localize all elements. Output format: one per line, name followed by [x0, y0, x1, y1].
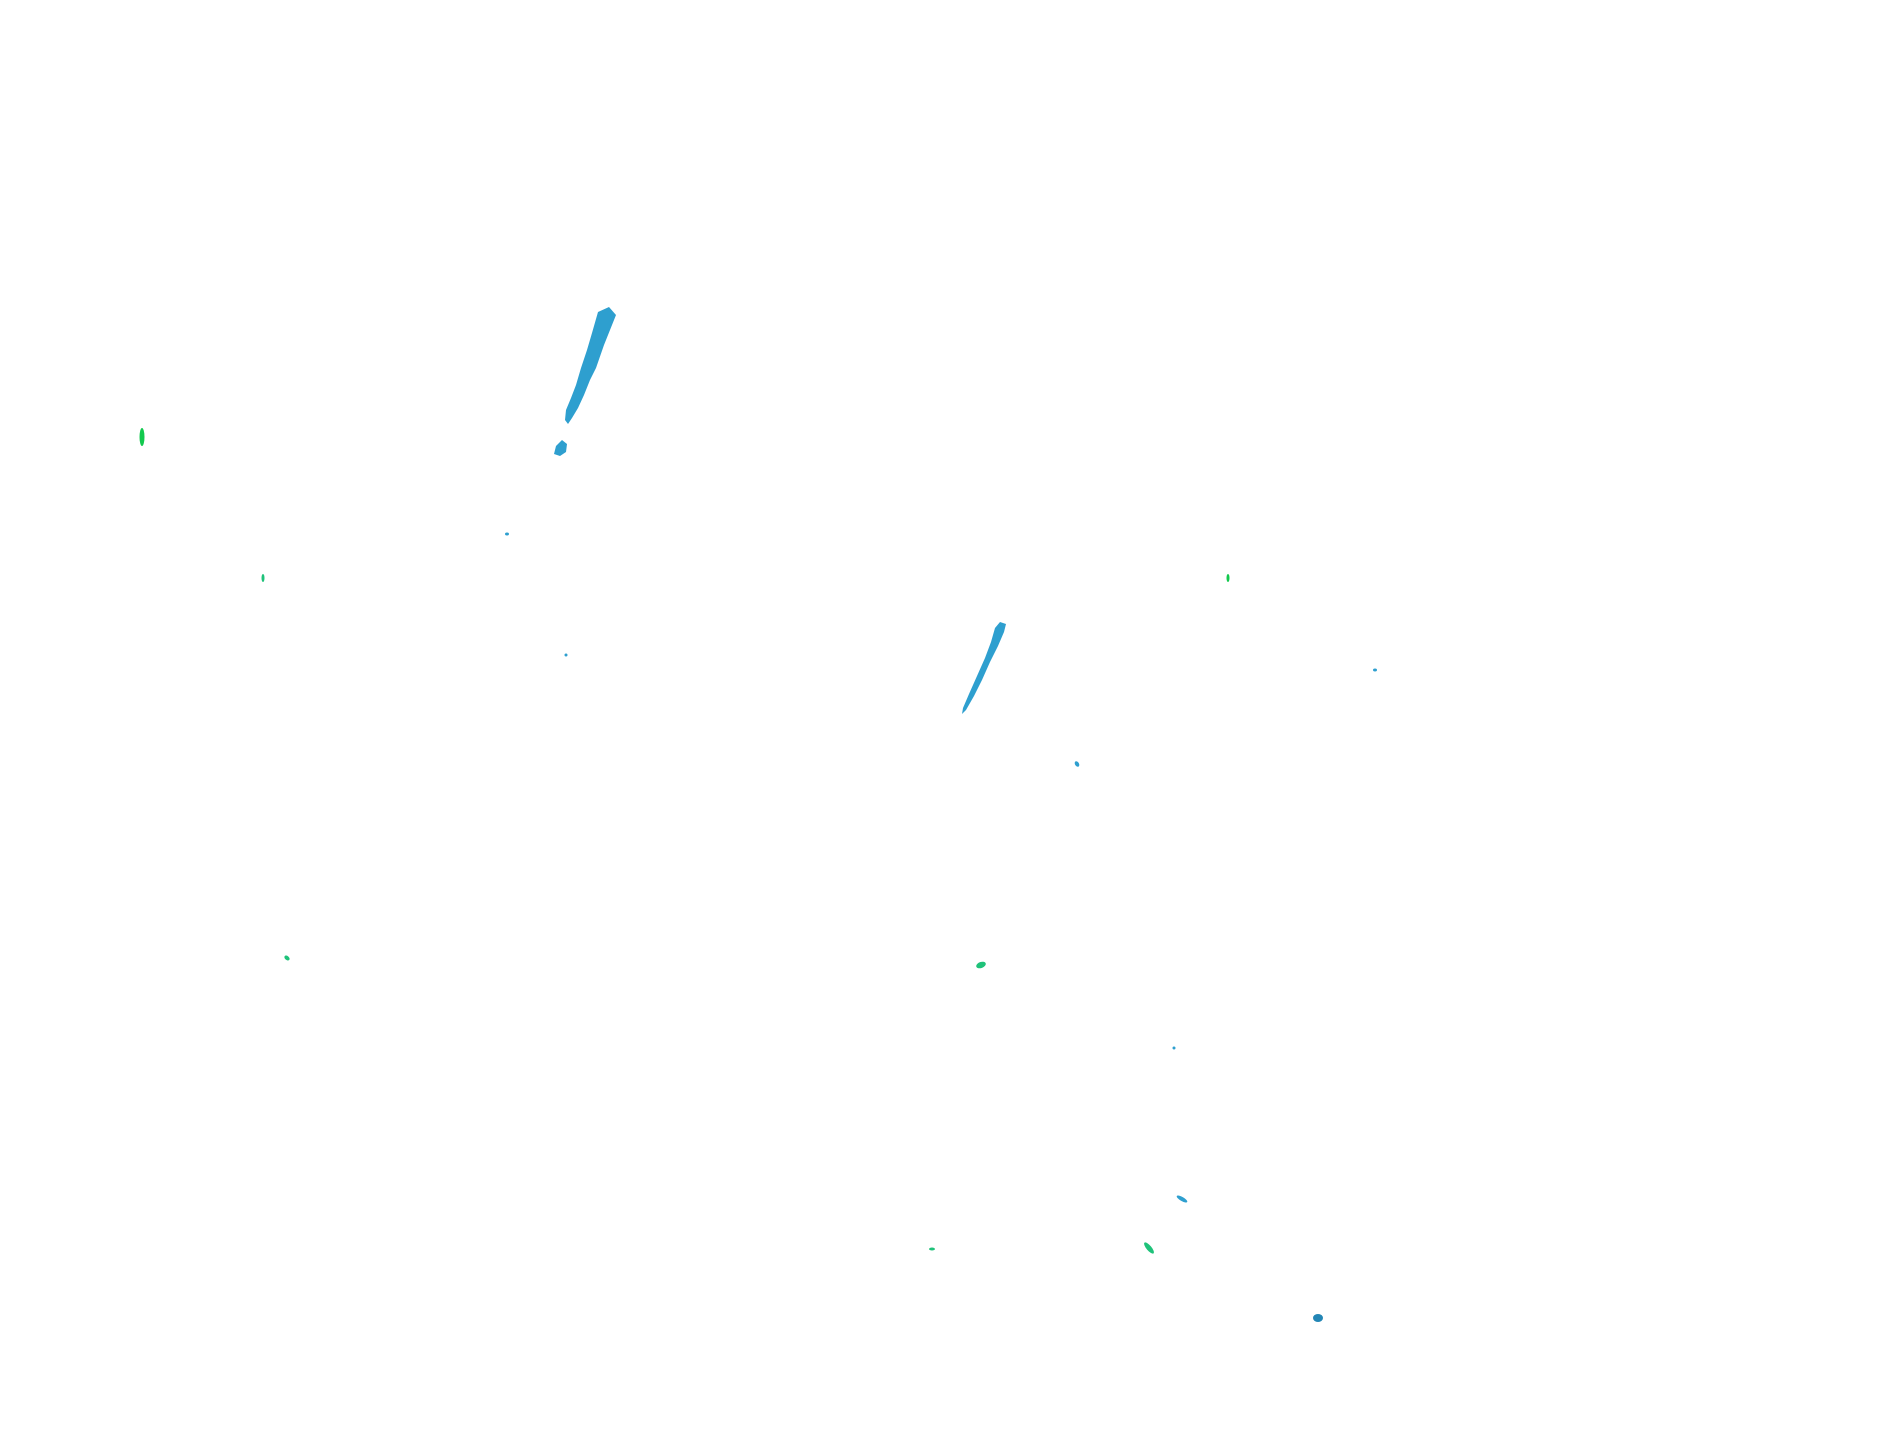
blue-speck-right	[1373, 668, 1377, 672]
short-streak-center	[962, 622, 1006, 714]
fragment-layer	[139, 307, 1377, 1322]
blue-speck-upper-center	[505, 532, 509, 536]
green-speck-bottom-mid	[1144, 1242, 1154, 1254]
green-speck-far-left	[139, 428, 145, 446]
blue-speck-center	[1074, 761, 1080, 767]
green-speck-lower-left	[284, 955, 290, 961]
blue-speck-bottom-right	[1176, 1195, 1188, 1203]
blue-blob-bottom-right	[1313, 1314, 1323, 1322]
long-streak-upper-left	[565, 307, 616, 424]
blue-speck-lower-right	[1172, 1046, 1176, 1050]
blue-speck-mid	[564, 653, 568, 657]
green-speck-bottom-center	[929, 1247, 935, 1251]
green-speck-lower-center	[976, 961, 986, 969]
green-speck-left	[261, 574, 265, 582]
streak-tail-blob	[554, 440, 567, 456]
green-speck-center-right	[1226, 574, 1230, 582]
